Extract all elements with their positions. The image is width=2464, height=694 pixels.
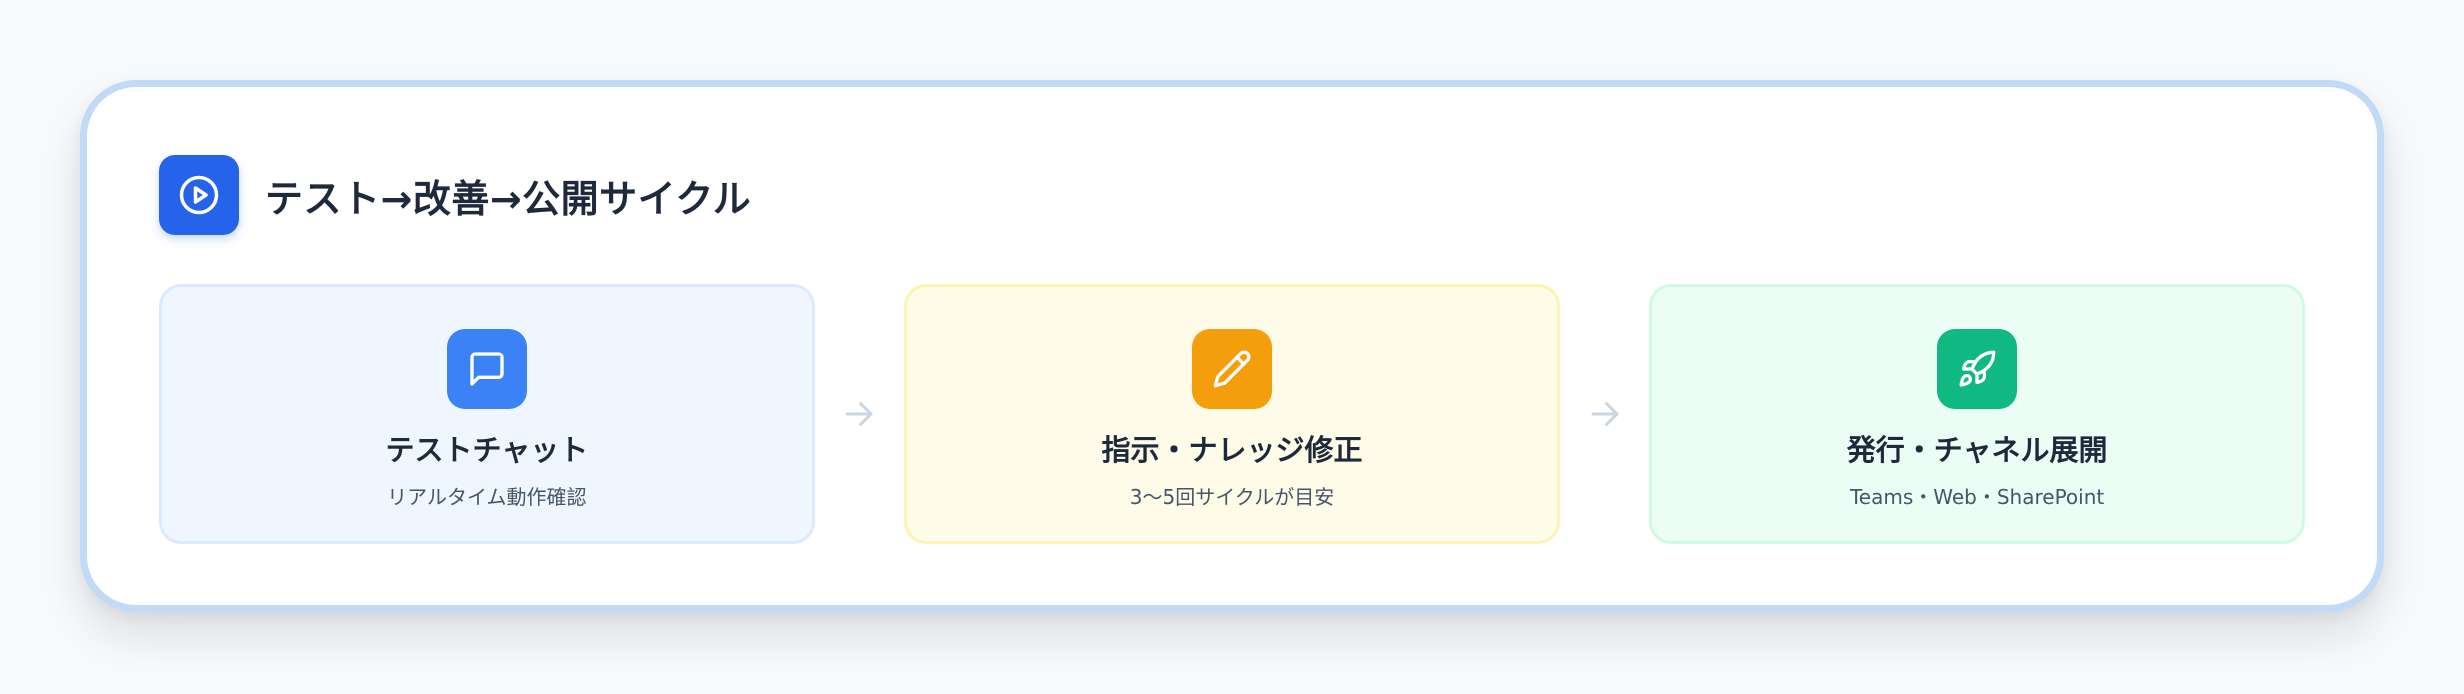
step-publish: 発行・チャネル展開 Teams・Web・SharePoint [1649,284,2305,544]
step-test-chat: テストチャット リアルタイム動作確認 [159,284,815,544]
arrow-right-icon [815,284,904,544]
step-subtitle: 3〜5回サイクルが目安 [1129,485,1335,509]
step-title: 発行・チャネル展開 [1846,433,2108,467]
step-subtitle: リアルタイム動作確認 [387,485,587,509]
cycle-card: テスト→改善→公開サイクル テストチャット リアルタイム動作確認 [80,80,2384,612]
rocket-icon [1937,329,2018,409]
arrow-right-icon [1560,284,1649,544]
step-title: 指示・ナレッジ修正 [1101,433,1363,467]
step-subtitle: Teams・Web・SharePoint [1849,485,2105,509]
cycle-steps: テストチャット リアルタイム動作確認 指示・ナレッジ修正 3〜5回サイクルが目安 [159,284,2305,544]
step-edit-instructions: 指示・ナレッジ修正 3〜5回サイクルが目安 [904,284,1560,544]
message-square-icon [446,329,527,409]
card-title: テスト→改善→公開サイクル [265,176,752,221]
card-header: テスト→改善→公開サイクル [159,155,751,235]
step-title: テストチャット [385,433,589,467]
pencil-icon [1191,329,1272,409]
play-circle-icon [159,155,239,235]
